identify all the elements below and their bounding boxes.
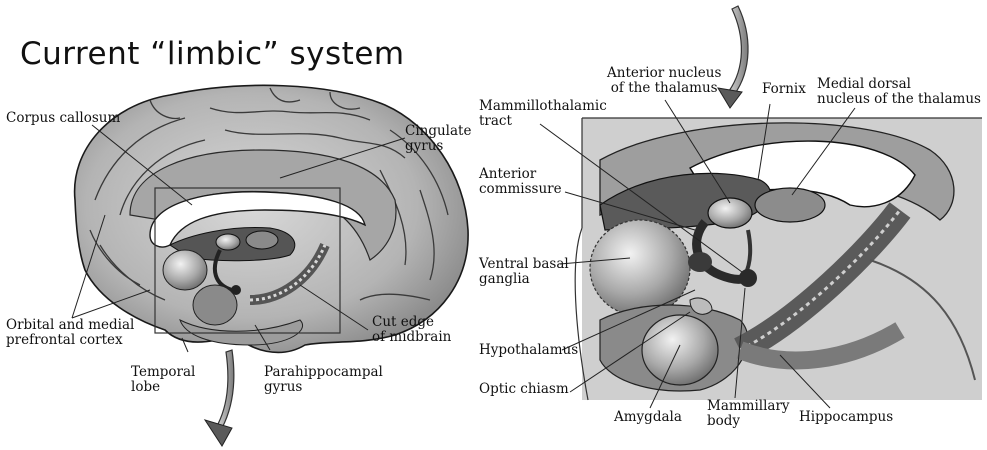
label-ventral-basal-ganglia: Ventral basal ganglia xyxy=(479,257,569,287)
label-orbital-medial-prefrontal-cortex: Orbital and medial prefrontal cortex xyxy=(6,318,134,348)
label-fornix: Fornix xyxy=(762,82,806,97)
right-brain-illustration xyxy=(575,118,982,400)
label-hippocampus: Hippocampus xyxy=(799,410,893,425)
label-cingulate-gyrus: Cingulate gyrus xyxy=(405,124,471,154)
label-amygdala: Amygdala xyxy=(614,410,682,425)
label-cut-edge-midbrain: Cut edge of midbrain xyxy=(372,315,451,345)
label-optic-chiasm: Optic chiasm xyxy=(479,382,569,397)
label-mammillothalamic-tract: Mammillothalamic tract xyxy=(479,99,607,129)
label-anterior-commissure: Anterior commissure xyxy=(479,167,562,197)
label-hypothalamus: Hypothalamus xyxy=(479,343,578,358)
down-arrow-left xyxy=(205,350,234,446)
label-mammillary-body: Mammillary body xyxy=(707,399,790,429)
down-arrow-right xyxy=(718,6,748,108)
label-anterior-nucleus-thalamus: Anterior nucleus of the thalamus xyxy=(607,66,721,96)
label-parahippocampal-gyrus: Parahippocampal gyrus xyxy=(264,365,383,395)
label-corpus-callosum: Corpus callosum xyxy=(6,111,120,126)
label-medial-dorsal-nucleus: Medial dorsal nucleus of the thalamus xyxy=(817,77,981,107)
label-temporal-lobe: Temporal lobe xyxy=(131,365,195,395)
diagram-title: Current “limbic” system xyxy=(20,36,405,72)
